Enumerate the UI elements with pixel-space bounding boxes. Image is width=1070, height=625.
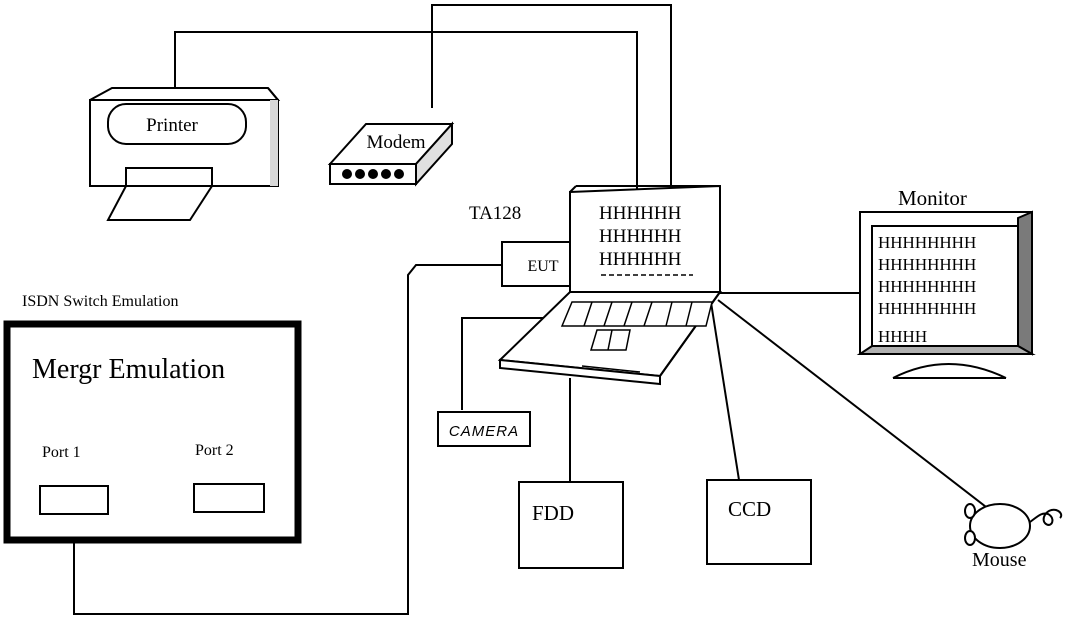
eut-label: EUT xyxy=(527,258,558,275)
mouse-button-top xyxy=(965,504,975,518)
modem-led-1 xyxy=(343,170,351,178)
laptop-screen-line-1: HHHHHH xyxy=(599,203,682,224)
mouse-tail xyxy=(1030,510,1061,525)
monitor-stand xyxy=(893,364,1006,378)
laptop-screen-text: HHHHHH HHHHHH HHHHHH xyxy=(599,203,693,275)
isdn-title: ISDN Switch Emulation xyxy=(22,293,178,310)
modem-led-5 xyxy=(395,170,403,178)
monitor-screen-line-1: HHHHHHHH xyxy=(878,233,976,252)
ccd-label: CCD xyxy=(728,497,771,521)
monitor-screen-line-4: HHHHHHHH xyxy=(878,299,976,318)
printer-slot xyxy=(126,168,212,186)
modem-led-4 xyxy=(382,170,390,178)
ccd-cable xyxy=(710,296,739,480)
laptop-screen-line-3: HHHHHH xyxy=(599,249,682,270)
modem-led-3 xyxy=(369,170,377,178)
ta128-label: TA128 xyxy=(469,203,521,224)
ccd-box xyxy=(707,480,811,564)
monitor-label: Monitor xyxy=(898,186,967,210)
modem-label: Modem xyxy=(366,132,425,153)
fdd-box xyxy=(519,482,623,568)
mouse-label: Mouse xyxy=(972,549,1027,571)
modem-led-2 xyxy=(356,170,364,178)
port2-label: Port 2 xyxy=(195,442,234,459)
printer-label: Printer xyxy=(146,115,198,136)
port1-label: Port 1 xyxy=(42,444,81,461)
monitor-screen-line-3: HHHHHHHH xyxy=(878,277,976,296)
port1-socket xyxy=(40,486,108,514)
monitor-screen-line-2: HHHHHHHH xyxy=(878,255,976,274)
printer-paper xyxy=(108,186,212,220)
fdd-label: FDD xyxy=(532,501,574,525)
port2-socket xyxy=(194,484,264,512)
monitor-screen-line-5: HHHH xyxy=(878,327,927,346)
laptop-screen-line-2: HHHHHH xyxy=(599,226,682,247)
camera-label: CAMERA xyxy=(449,423,519,440)
printer xyxy=(90,88,278,220)
mouse xyxy=(965,504,1061,548)
mouse-button-bottom xyxy=(965,531,975,545)
merger-label: Mergr Emulation xyxy=(32,354,225,385)
laptop-keyboard xyxy=(562,302,712,326)
